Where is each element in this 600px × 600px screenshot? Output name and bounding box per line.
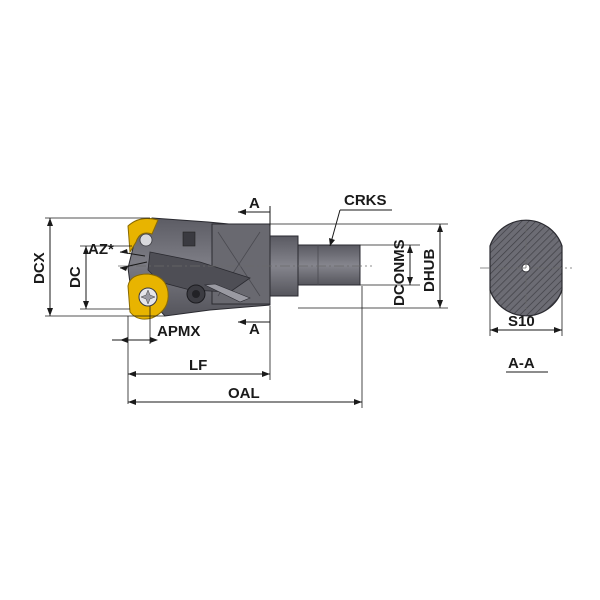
dimension-lines [45, 206, 448, 408]
label-dc: DC [67, 266, 84, 288]
label-dconms: DCONMS [391, 239, 408, 306]
label-section-a-bottom: A [249, 321, 260, 338]
label-lf: LF [189, 357, 207, 374]
label-oal: OAL [228, 385, 260, 402]
coolant-hole [182, 231, 196, 247]
label-dcx: DCX [31, 252, 48, 284]
label-az: AZ* [88, 241, 114, 258]
upper-insert [127, 218, 159, 254]
label-apmx: APMX [157, 323, 200, 340]
shank [297, 244, 361, 286]
label-dhub: DHUB [421, 249, 438, 292]
label-s10: S10 [508, 313, 535, 330]
label-crks: CRKS [344, 192, 387, 209]
label-section-view: A-A [508, 355, 535, 372]
dimension-labels: DCX DC AZ* APMX LF OAL A A CRKS DCONMS D… [31, 192, 438, 402]
label-section-a-top: A [249, 195, 260, 212]
section-view-a-a: S10 A-A [480, 219, 572, 373]
tool-body [118, 217, 372, 320]
chip-flute [147, 251, 251, 293]
